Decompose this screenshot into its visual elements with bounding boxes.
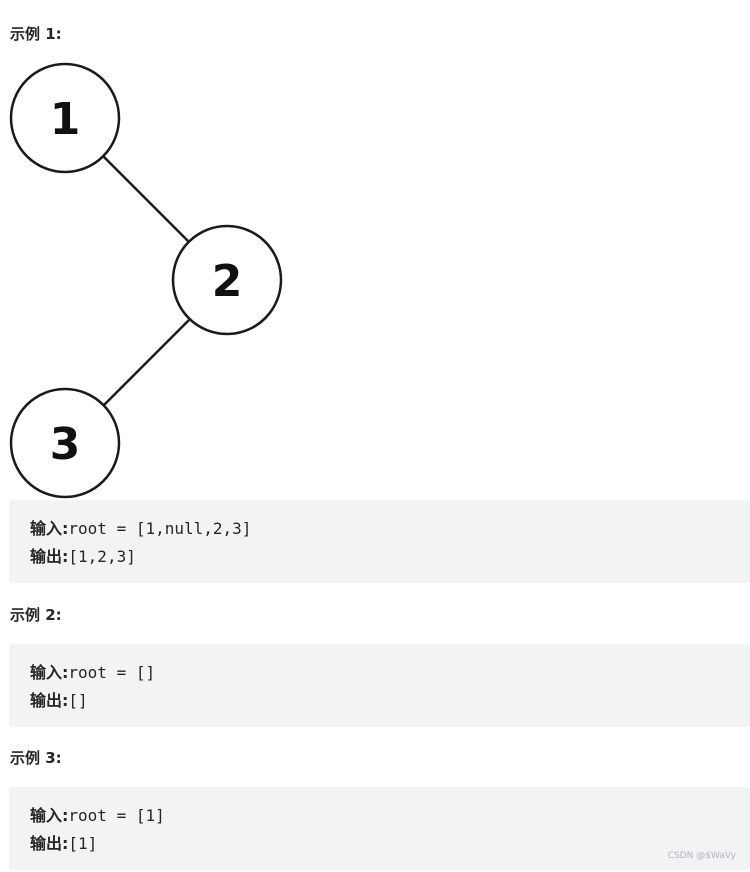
tree-node-3: 3 <box>9 387 121 499</box>
input-label: 输入: <box>30 663 69 682</box>
example-3-output-line: 输出:[1] <box>30 830 750 858</box>
tree-node-3-label: 3 <box>50 419 81 470</box>
output-value: [] <box>68 691 88 710</box>
input-value: root = [1,null,2,3] <box>68 519 252 538</box>
tree-node-1-label: 1 <box>50 94 81 145</box>
output-value: [1] <box>68 834 98 853</box>
output-label: 输出: <box>30 547 69 566</box>
output-label: 输出: <box>30 691 69 710</box>
example-2-input-line: 输入:root = [] <box>30 659 750 687</box>
tree-node-1: 1 <box>9 62 121 174</box>
output-value: [1,2,3] <box>68 547 136 566</box>
input-value: root = [] <box>68 663 156 682</box>
example-1-input-line: 输入:root = [1,null,2,3] <box>30 515 750 543</box>
binary-tree-diagram: 1 2 3 <box>9 62 283 499</box>
input-label: 输入: <box>30 806 69 825</box>
input-value: root = [1] <box>68 806 165 825</box>
tree-node-2: 2 <box>171 224 283 336</box>
tree-node-2-label: 2 <box>212 256 243 307</box>
example-3-input-line: 输入:root = [1] <box>30 802 750 830</box>
tree-edge-2-3 <box>103 319 190 406</box>
example-2-output-line: 输出:[] <box>30 687 750 715</box>
watermark: CSDN @$WaVy <box>667 851 736 861</box>
example-3-code-block: 输入:root = [1] 输出:[1] <box>9 787 750 870</box>
example-2-heading: 示例 2: <box>10 606 62 624</box>
example-3-heading: 示例 3: <box>10 749 62 767</box>
tree-edge-1-2 <box>102 155 189 242</box>
example-1-code-block: 输入:root = [1,null,2,3] 输出:[1,2,3] <box>9 500 750 583</box>
output-label: 输出: <box>30 834 69 853</box>
example-1-output-line: 输出:[1,2,3] <box>30 543 750 571</box>
example-1-heading: 示例 1: <box>10 25 62 43</box>
example-2-code-block: 输入:root = [] 输出:[] <box>9 644 750 727</box>
input-label: 输入: <box>30 519 69 538</box>
